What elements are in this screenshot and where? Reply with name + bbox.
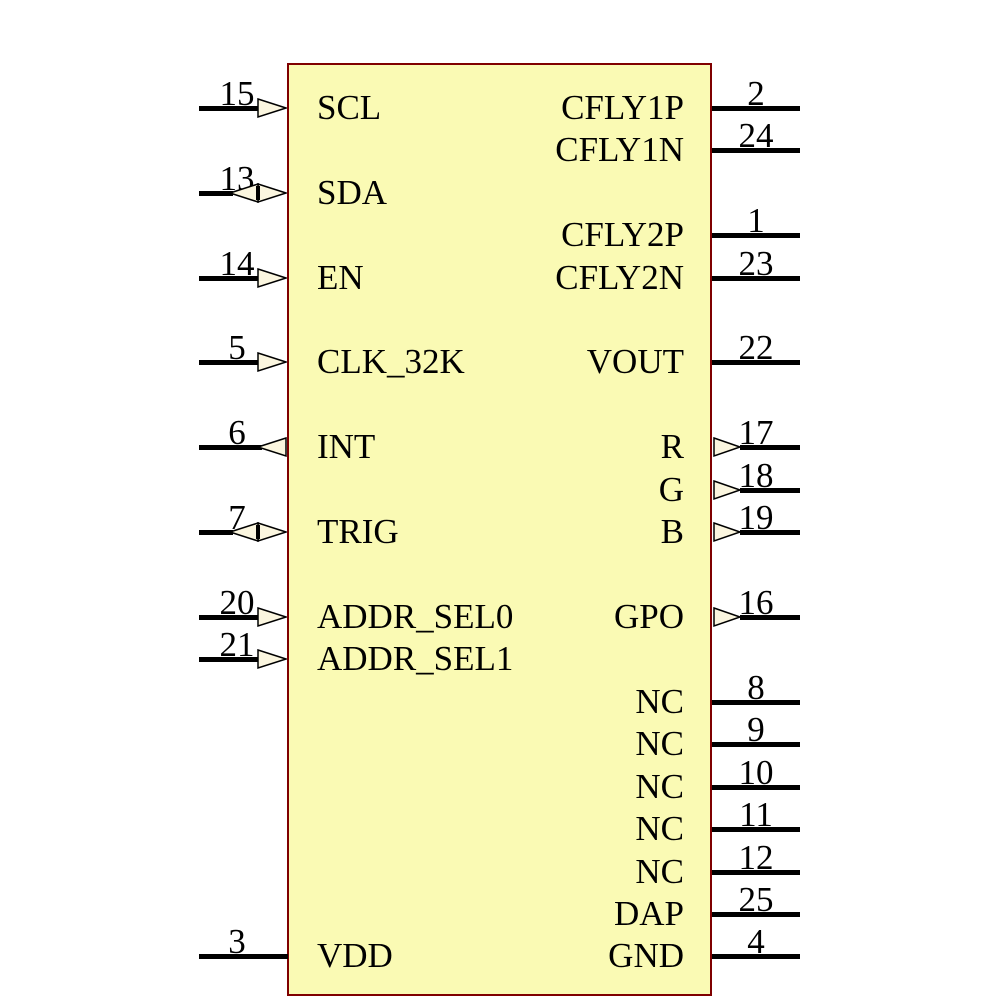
- pin-label: INT: [317, 427, 376, 466]
- pin-number: 12: [738, 838, 774, 877]
- pin-label: DAP: [613, 894, 684, 933]
- pin-wire: [712, 870, 800, 875]
- pin-label: R: [660, 427, 684, 466]
- bidirectional-arrow-icon: [229, 182, 287, 204]
- pin-label: G: [658, 470, 684, 509]
- pin-label: ADDR_SEL1: [317, 639, 514, 678]
- pin-wire: [199, 657, 260, 662]
- pin-number: 10: [738, 753, 774, 792]
- pin-wire: [712, 785, 800, 790]
- pin-number: 20: [219, 583, 255, 622]
- pin-wire: [712, 954, 800, 959]
- pin-wire: [712, 742, 800, 747]
- pin-wire: [712, 700, 800, 705]
- pin-label: SCL: [317, 88, 382, 127]
- pin-number: 19: [738, 498, 774, 537]
- pin-wire: [199, 106, 260, 111]
- pin-number: 7: [228, 498, 246, 537]
- input-arrow-icon: [257, 648, 287, 670]
- input-arrow-icon: [257, 97, 287, 119]
- pin-wire: [740, 445, 800, 450]
- pin-wire: [740, 488, 800, 493]
- pin-number: 25: [738, 880, 774, 919]
- pin-wire: [199, 530, 233, 535]
- pin-label: NC: [635, 852, 684, 891]
- pin-wire: [712, 233, 800, 238]
- pin-number: 14: [219, 244, 255, 283]
- pin-wire: [740, 615, 800, 620]
- pin-wire: [199, 191, 233, 196]
- pin-number: 24: [738, 116, 774, 155]
- pin-label: NC: [635, 767, 684, 806]
- pin-wire: [199, 276, 260, 281]
- output-arrow-icon: [713, 436, 742, 458]
- pin-label: ADDR_SEL0: [317, 597, 514, 636]
- pin-label: CFLY1P: [561, 88, 684, 127]
- pin-number: 4: [747, 922, 765, 961]
- pin-number: 18: [738, 456, 774, 495]
- pin-number: 3: [228, 922, 246, 961]
- pin-number: 21: [219, 625, 255, 664]
- pin-wire: [740, 530, 800, 535]
- pin-number: 6: [228, 413, 246, 452]
- pin-label: VOUT: [586, 342, 684, 381]
- pin-number: 8: [747, 668, 765, 707]
- pin-label: GPO: [613, 597, 684, 636]
- pin-number: 9: [747, 710, 765, 749]
- pin-label: SDA: [317, 173, 388, 212]
- pin-wire: [712, 106, 800, 111]
- pin-label: GND: [608, 936, 684, 975]
- pin-wire: [712, 912, 800, 917]
- pin-label: B: [660, 512, 684, 551]
- ic-body: [287, 63, 712, 996]
- pin-label: CFLY1N: [555, 130, 684, 169]
- input-arrow-icon: [257, 351, 287, 373]
- pin-wire: [199, 445, 262, 450]
- output-arrow-icon: [713, 521, 742, 543]
- pin-label: NC: [635, 809, 684, 848]
- pin-number: 5: [228, 328, 246, 367]
- pin-wire: [712, 276, 800, 281]
- output-arrow-icon: [257, 436, 287, 458]
- pin-wire: [199, 615, 260, 620]
- pin-label: EN: [317, 258, 364, 297]
- pin-wire: [712, 148, 800, 153]
- pin-label: VDD: [317, 936, 393, 975]
- pin-label: NC: [635, 682, 684, 721]
- pin-number: 17: [738, 413, 774, 452]
- pin-number: 2: [747, 74, 765, 113]
- pin-label: CFLY2N: [555, 258, 684, 297]
- pin-number: 22: [738, 328, 774, 367]
- pin-number: 1: [747, 201, 765, 240]
- bidirectional-arrow-icon: [229, 521, 287, 543]
- pin-label: CLK_32K: [317, 342, 465, 381]
- pin-number: 23: [738, 244, 774, 283]
- pin-wire: [712, 827, 800, 832]
- output-arrow-icon: [713, 479, 742, 501]
- pin-number: 11: [739, 795, 773, 834]
- pin-wire: [199, 954, 288, 959]
- input-arrow-icon: [257, 606, 287, 628]
- input-arrow-icon: [257, 267, 287, 289]
- pin-wire: [712, 360, 800, 365]
- pin-number: 16: [738, 583, 774, 622]
- pin-label: NC: [635, 724, 684, 763]
- output-arrow-icon: [713, 606, 742, 628]
- pin-wire: [199, 360, 260, 365]
- pin-label: TRIG: [317, 512, 399, 551]
- pin-number: 15: [219, 74, 255, 113]
- pin-label: CFLY2P: [561, 215, 684, 254]
